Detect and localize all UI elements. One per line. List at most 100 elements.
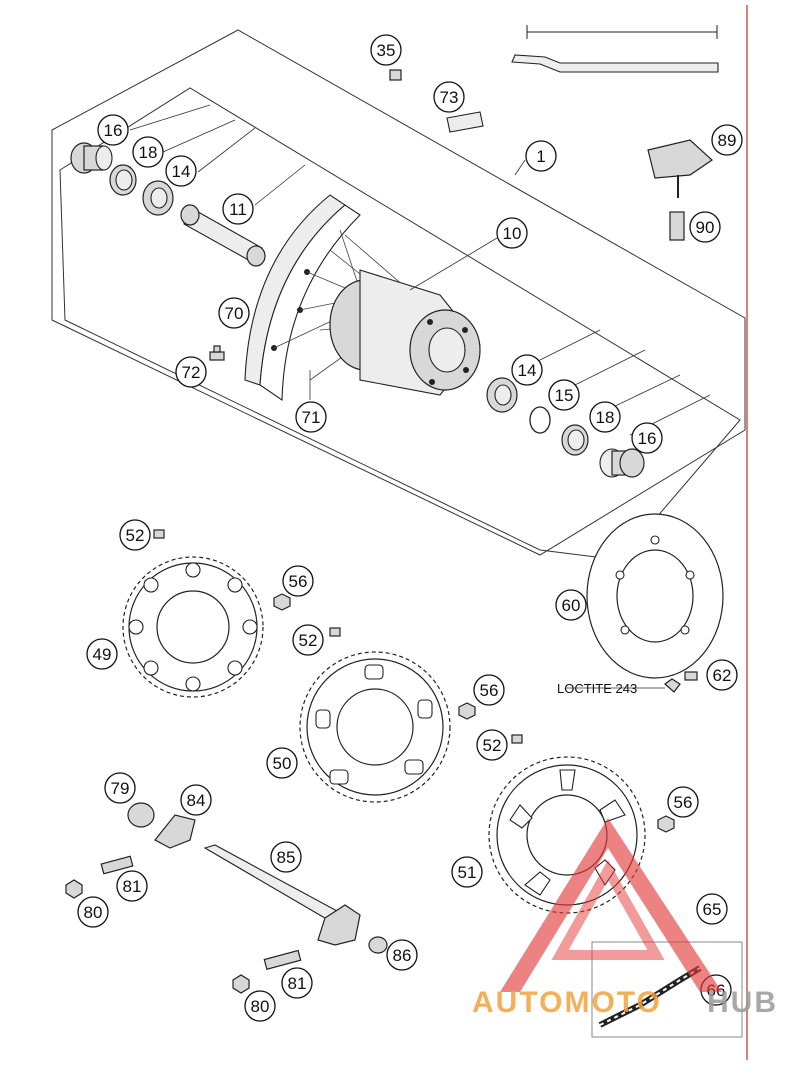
callout-label: 72 <box>182 363 201 382</box>
callout-circle <box>218 297 250 329</box>
nut-80-a-icon <box>65 879 83 899</box>
callout-circle <box>511 354 543 386</box>
callout-52: 52 <box>119 519 151 551</box>
part-90-bushing-icon <box>669 211 685 241</box>
valve-72-icon <box>209 345 225 361</box>
callout-14: 14 <box>165 155 197 187</box>
callout-label: 62 <box>713 666 732 685</box>
callout-81: 81 <box>116 870 148 902</box>
callout-circle <box>270 841 302 873</box>
callout-label: 84 <box>187 791 206 810</box>
chain-adjuster-84-icon <box>154 814 196 849</box>
callout-52: 52 <box>476 729 508 761</box>
callout-label: 79 <box>111 779 130 798</box>
callout-16: 16 <box>631 422 663 454</box>
callout-label: 81 <box>123 877 142 896</box>
watermark-text-right: HUB <box>707 986 778 1019</box>
callout-circle <box>667 786 699 818</box>
callout-label: 51 <box>458 863 477 882</box>
hub-10-icon <box>329 269 481 396</box>
callout-60: 60 <box>555 589 587 621</box>
callout-65: 65 <box>696 893 728 925</box>
screw-81-b-icon <box>263 949 302 970</box>
callout-circle <box>244 990 276 1022</box>
callout-16: 16 <box>97 114 129 146</box>
callout-89: 89 <box>711 124 743 156</box>
left-bearing-14-icon <box>142 180 174 216</box>
screw-81-a-icon <box>100 855 134 875</box>
callout-circle <box>631 422 663 454</box>
callout-circle <box>589 401 621 433</box>
callout-71: 71 <box>295 401 327 433</box>
loctite-annotation: LOCTITE 243 <box>557 681 637 696</box>
circlip-15-icon <box>529 406 551 434</box>
callout-label: 86 <box>393 946 412 965</box>
sprocket-50-icon <box>299 651 451 803</box>
callout-label: 1 <box>536 147 545 166</box>
callout-circle <box>165 155 197 187</box>
callout-circle <box>104 772 136 804</box>
callout-35: 35 <box>370 34 402 66</box>
left-seal-18-icon <box>109 164 137 196</box>
callout-label: 52 <box>299 631 318 650</box>
watermark-text-left: AUTOMOTO <box>472 986 662 1019</box>
callout-label: 16 <box>104 121 123 140</box>
callout-group: 1101114141516161818354950515252525656566… <box>77 34 743 1022</box>
callout-72: 72 <box>175 356 207 388</box>
callout-label: 90 <box>696 218 715 237</box>
callout-84: 84 <box>180 784 212 816</box>
callout-circle <box>689 211 721 243</box>
callout-label: 35 <box>377 41 396 60</box>
callout-56: 56 <box>282 565 314 597</box>
callout-51: 51 <box>451 856 483 888</box>
wheel-spindle-tool-icon <box>511 25 719 73</box>
collar-79-icon <box>127 802 155 828</box>
callout-90: 90 <box>689 211 721 243</box>
callout-label: 18 <box>596 408 615 427</box>
callout-circle <box>433 81 465 113</box>
callout-label: 56 <box>480 681 499 700</box>
callout-circle <box>175 356 207 388</box>
callout-label: 49 <box>93 645 112 664</box>
callout-circle <box>525 140 557 172</box>
left-spacer-16-icon <box>70 142 113 174</box>
callout-81: 81 <box>281 967 313 999</box>
callout-circle <box>370 34 402 66</box>
callout-11: 11 <box>222 193 254 225</box>
bolt-52-b-icon <box>329 627 341 637</box>
callout-62: 62 <box>706 659 738 691</box>
callout-circle <box>222 193 254 225</box>
callout-label: 14 <box>172 162 191 181</box>
callout-circle <box>266 747 298 779</box>
callout-label: 10 <box>503 224 522 243</box>
chain-guide-89-icon <box>647 139 713 198</box>
callout-circle <box>77 896 109 928</box>
brake-disc-60-icon <box>586 513 724 679</box>
callout-label: 71 <box>302 408 321 427</box>
callout-circle <box>132 136 164 168</box>
callout-85: 85 <box>270 841 302 873</box>
callout-56: 56 <box>473 674 505 706</box>
callout-49: 49 <box>86 638 118 670</box>
nut-86-icon <box>368 936 388 954</box>
callout-label: 15 <box>555 386 574 405</box>
screw-62b-icon <box>684 671 698 681</box>
callout-label: 80 <box>84 903 103 922</box>
callout-label: 16 <box>638 429 657 448</box>
callout-50: 50 <box>266 747 298 779</box>
callout-label: 56 <box>674 793 693 812</box>
callout-circle <box>116 870 148 902</box>
callout-label: 56 <box>289 572 308 591</box>
callout-80: 80 <box>77 896 109 928</box>
callout-circle <box>696 893 728 925</box>
callout-label: 73 <box>440 88 459 107</box>
callout-56: 56 <box>667 786 699 818</box>
callout-79: 79 <box>104 772 136 804</box>
nut-56-c-icon <box>657 815 675 833</box>
callout-circle <box>292 624 324 656</box>
callout-15: 15 <box>548 379 580 411</box>
callout-label: 52 <box>126 526 145 545</box>
callout-label: 80 <box>251 997 270 1016</box>
sprocket-49-icon <box>122 556 264 698</box>
callout-18: 18 <box>132 136 164 168</box>
